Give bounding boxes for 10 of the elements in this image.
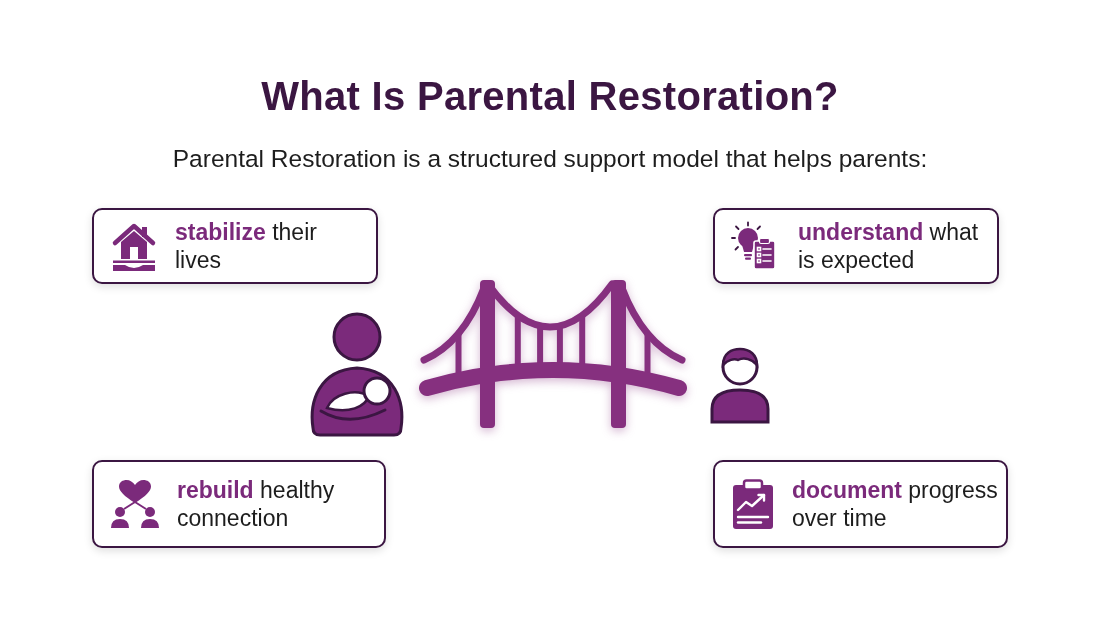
card-text: stabilize their lives	[175, 218, 318, 274]
slide-title: What Is Parental Restoration?	[261, 74, 839, 118]
subtitle-text: Parental Restoration is a structured support model that helps parents:	[172, 145, 928, 172]
feature-card	[92, 460, 386, 548]
card-text: understand what is expected	[798, 218, 980, 274]
card-text: rebuild healthy connection	[177, 476, 336, 532]
feature-card	[713, 460, 1008, 548]
card-text: document progress over time	[792, 476, 999, 532]
feature-card	[92, 208, 378, 284]
feature-card	[713, 208, 999, 284]
